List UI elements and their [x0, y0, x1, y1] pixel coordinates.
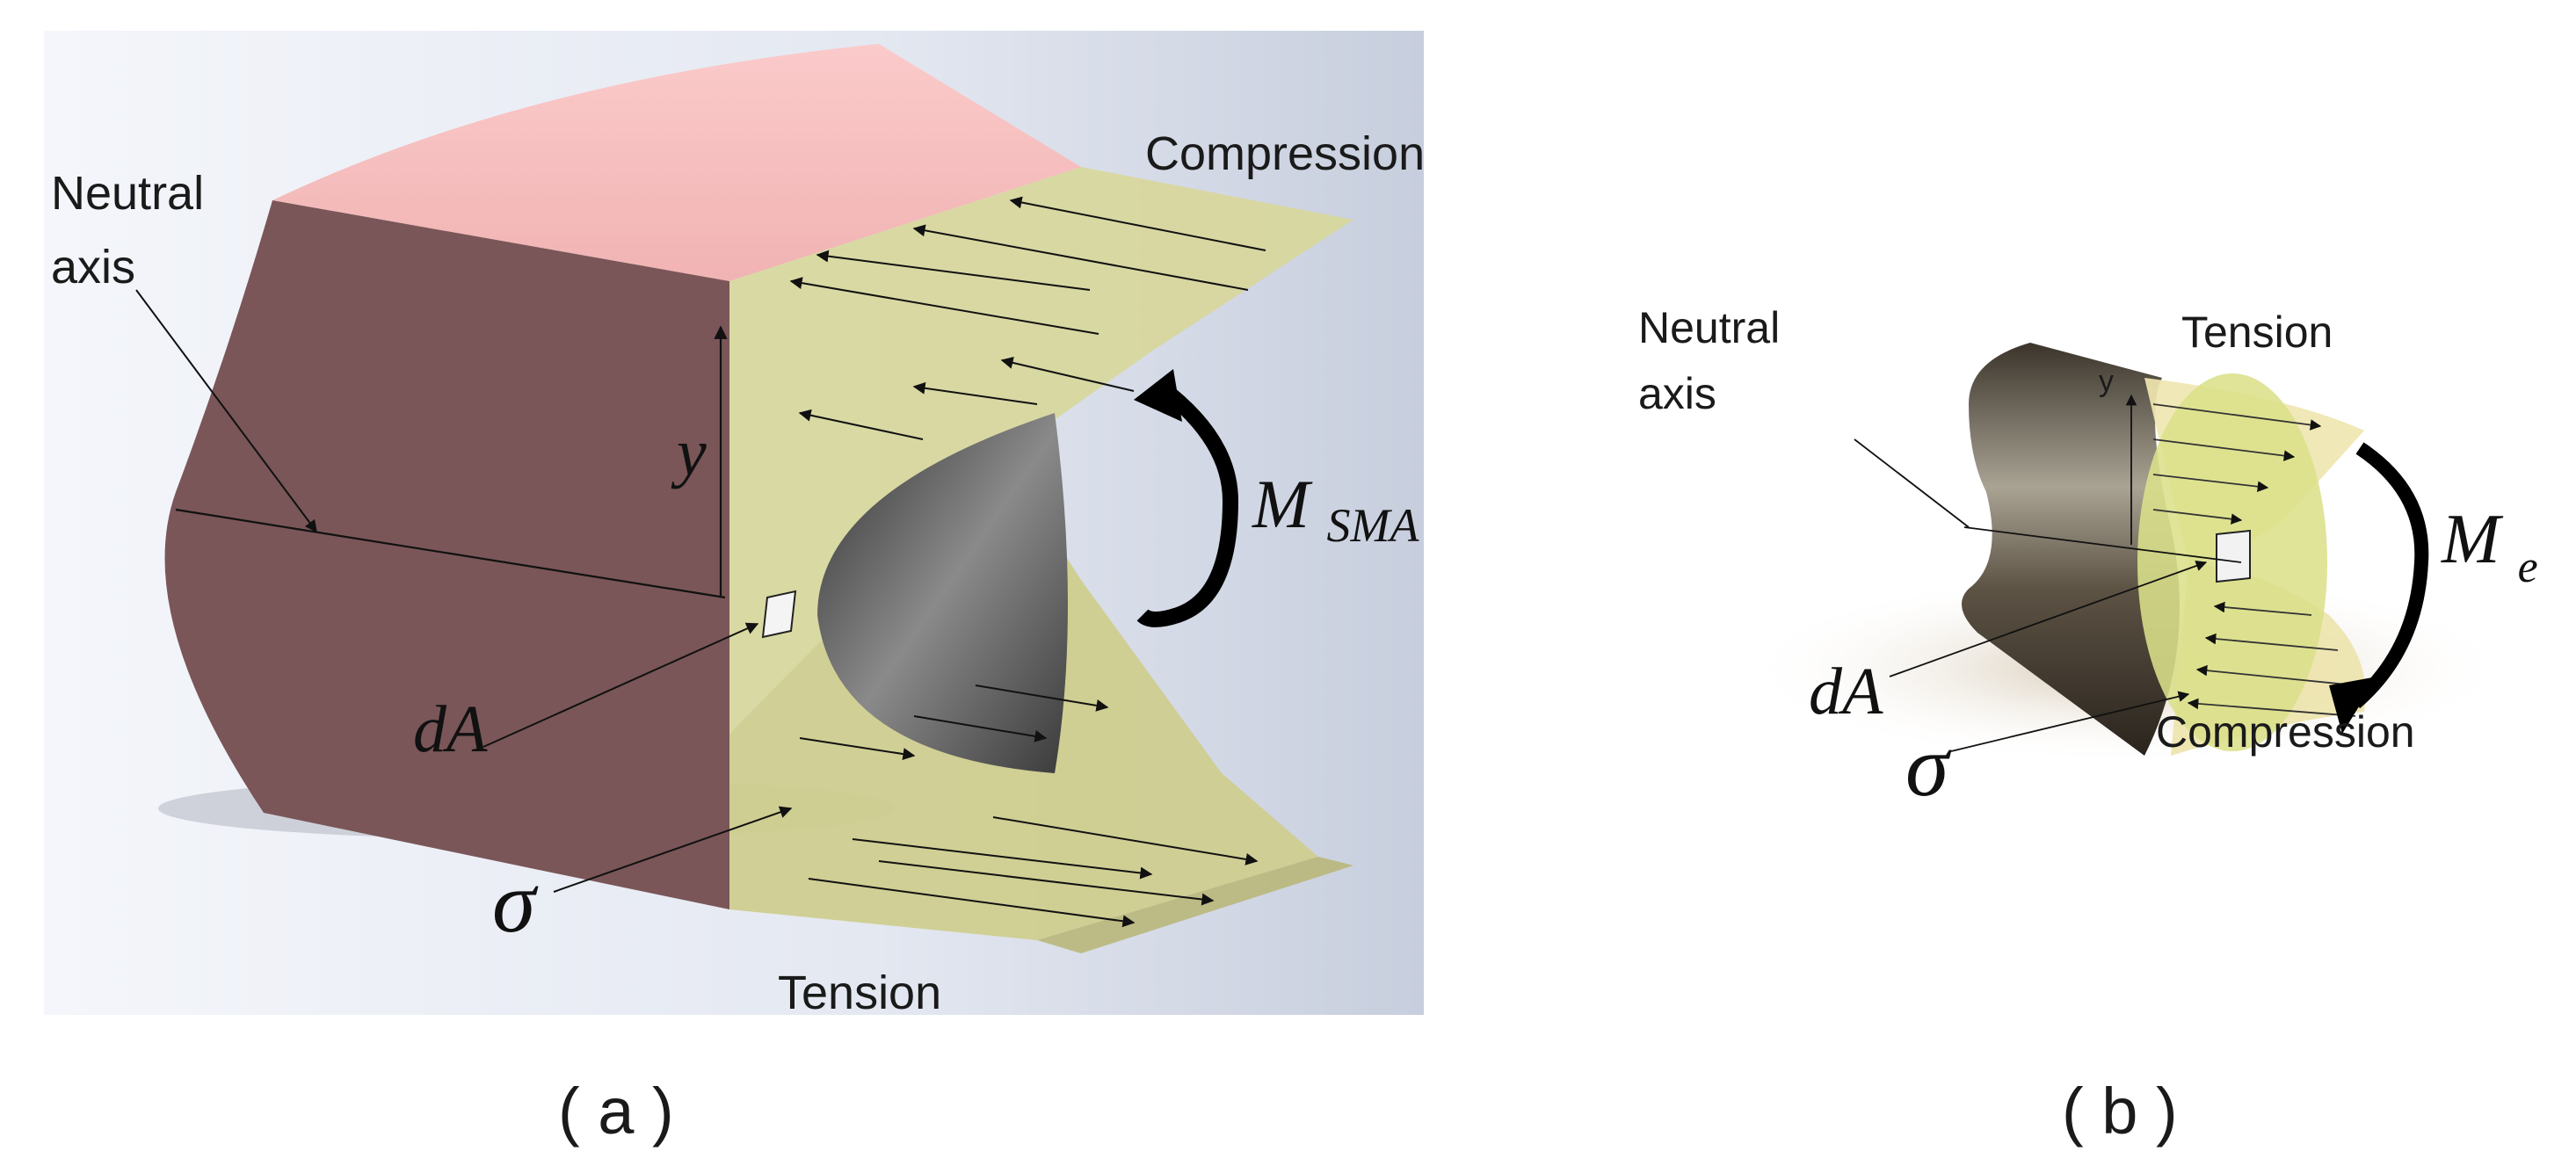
stress-cavity	[817, 413, 1068, 773]
stress-block-compression	[729, 167, 1353, 734]
caption-a: ( a )	[558, 1075, 674, 1148]
stress-arrow	[2195, 664, 2356, 686]
tension-label-b: Tension	[2181, 308, 2333, 357]
neutral-axis-label-line2: axis	[51, 241, 135, 293]
stress-arrow	[799, 737, 916, 761]
moment-arrowhead-a	[1134, 369, 1182, 422]
neutral-axis-leader-b	[1854, 438, 1970, 528]
stress-arrow	[2213, 601, 2312, 616]
stress-arrow	[975, 684, 1109, 712]
neutral-axis-line	[175, 508, 726, 599]
stress-arrow	[789, 277, 1099, 335]
stress-arrow	[798, 409, 924, 440]
sigma-label: σ	[492, 853, 539, 951]
compression-label: Compression	[1145, 127, 1425, 180]
y-label-b: y	[2099, 365, 2114, 398]
compression-label-b: Compression	[2156, 707, 2415, 757]
moment-arrowhead-b	[2329, 677, 2377, 734]
y-label: y	[671, 416, 707, 489]
dA-label: dA	[413, 692, 488, 766]
caption-b-close: )	[2156, 1075, 2178, 1148]
sigma-label-b: σ	[1905, 717, 1952, 815]
stress-arrow	[1000, 357, 1135, 392]
stress-arrow	[2187, 698, 2356, 717]
cylinder-body	[1962, 343, 2180, 756]
dA-leader-b	[1889, 560, 2208, 677]
moment-label: M SMA	[1252, 466, 1419, 552]
stress-arrow	[878, 860, 1215, 906]
tension-arrows	[799, 684, 1259, 928]
neutral-axis-label-line1: Neutral	[51, 167, 204, 220]
stress-arrow	[816, 250, 1091, 291]
neutral-axis-label-b-line2: axis	[1638, 369, 1716, 418]
caption-a-letter: a	[598, 1075, 635, 1148]
panel-b: Neutral axis Tension Compression y M e d…	[1638, 303, 2538, 1148]
stress-arrows-b	[2152, 403, 2356, 717]
caption-b-open: (	[2062, 1075, 2084, 1148]
beam-front-face	[164, 200, 729, 909]
moment-subscript-b: e	[2518, 542, 2538, 592]
caption-a-open: (	[558, 1075, 580, 1148]
stress-arrow	[1009, 196, 1266, 251]
neutral-axis-leader	[135, 289, 317, 533]
dA-element	[761, 590, 797, 639]
stress-arrow	[2152, 474, 2269, 492]
moment-symbol: M	[1252, 466, 1313, 542]
sigma-leader-b	[1950, 691, 2190, 752]
neutral-axis-label-b-line1: Neutral	[1638, 303, 1780, 352]
moment-subscript: SMA	[1326, 499, 1419, 552]
compression-arrows	[789, 196, 1266, 440]
dA-leader	[483, 622, 759, 748]
moment-label-b: M e	[2441, 501, 2538, 592]
panel-a: Neutral axis Compression Tension y M SMA…	[44, 31, 1425, 1148]
caption-a-close: )	[652, 1075, 674, 1148]
caption-b-letter: b	[2101, 1075, 2137, 1148]
moment-arrow-b	[2350, 442, 2429, 709]
stress-arrow	[992, 816, 1259, 865]
stress-arrow	[2152, 509, 2243, 525]
stress-arrow	[912, 381, 1038, 405]
stress-arrow	[2152, 403, 2322, 431]
sigma-leader	[553, 806, 793, 893]
stress-block-tension-bottom	[1037, 857, 1353, 953]
stress-arrow	[2204, 633, 2339, 651]
caption-b: ( b )	[2062, 1075, 2178, 1148]
dA-element-b	[2216, 529, 2251, 583]
moment-symbol-b: M	[2441, 501, 2504, 578]
neutral-axis-line-b	[1963, 526, 2242, 563]
stress-arrow	[913, 715, 1048, 742]
stress-arrow	[852, 838, 1153, 880]
stress-arrow	[808, 878, 1136, 928]
moment-arrow-a	[1136, 380, 1239, 627]
dA-label-b: dA	[1809, 655, 1883, 728]
stress-arrow	[2152, 438, 2296, 461]
tension-label: Tension	[778, 967, 941, 1019]
stress-arrow	[912, 224, 1249, 291]
beam-top-face	[272, 44, 1081, 281]
